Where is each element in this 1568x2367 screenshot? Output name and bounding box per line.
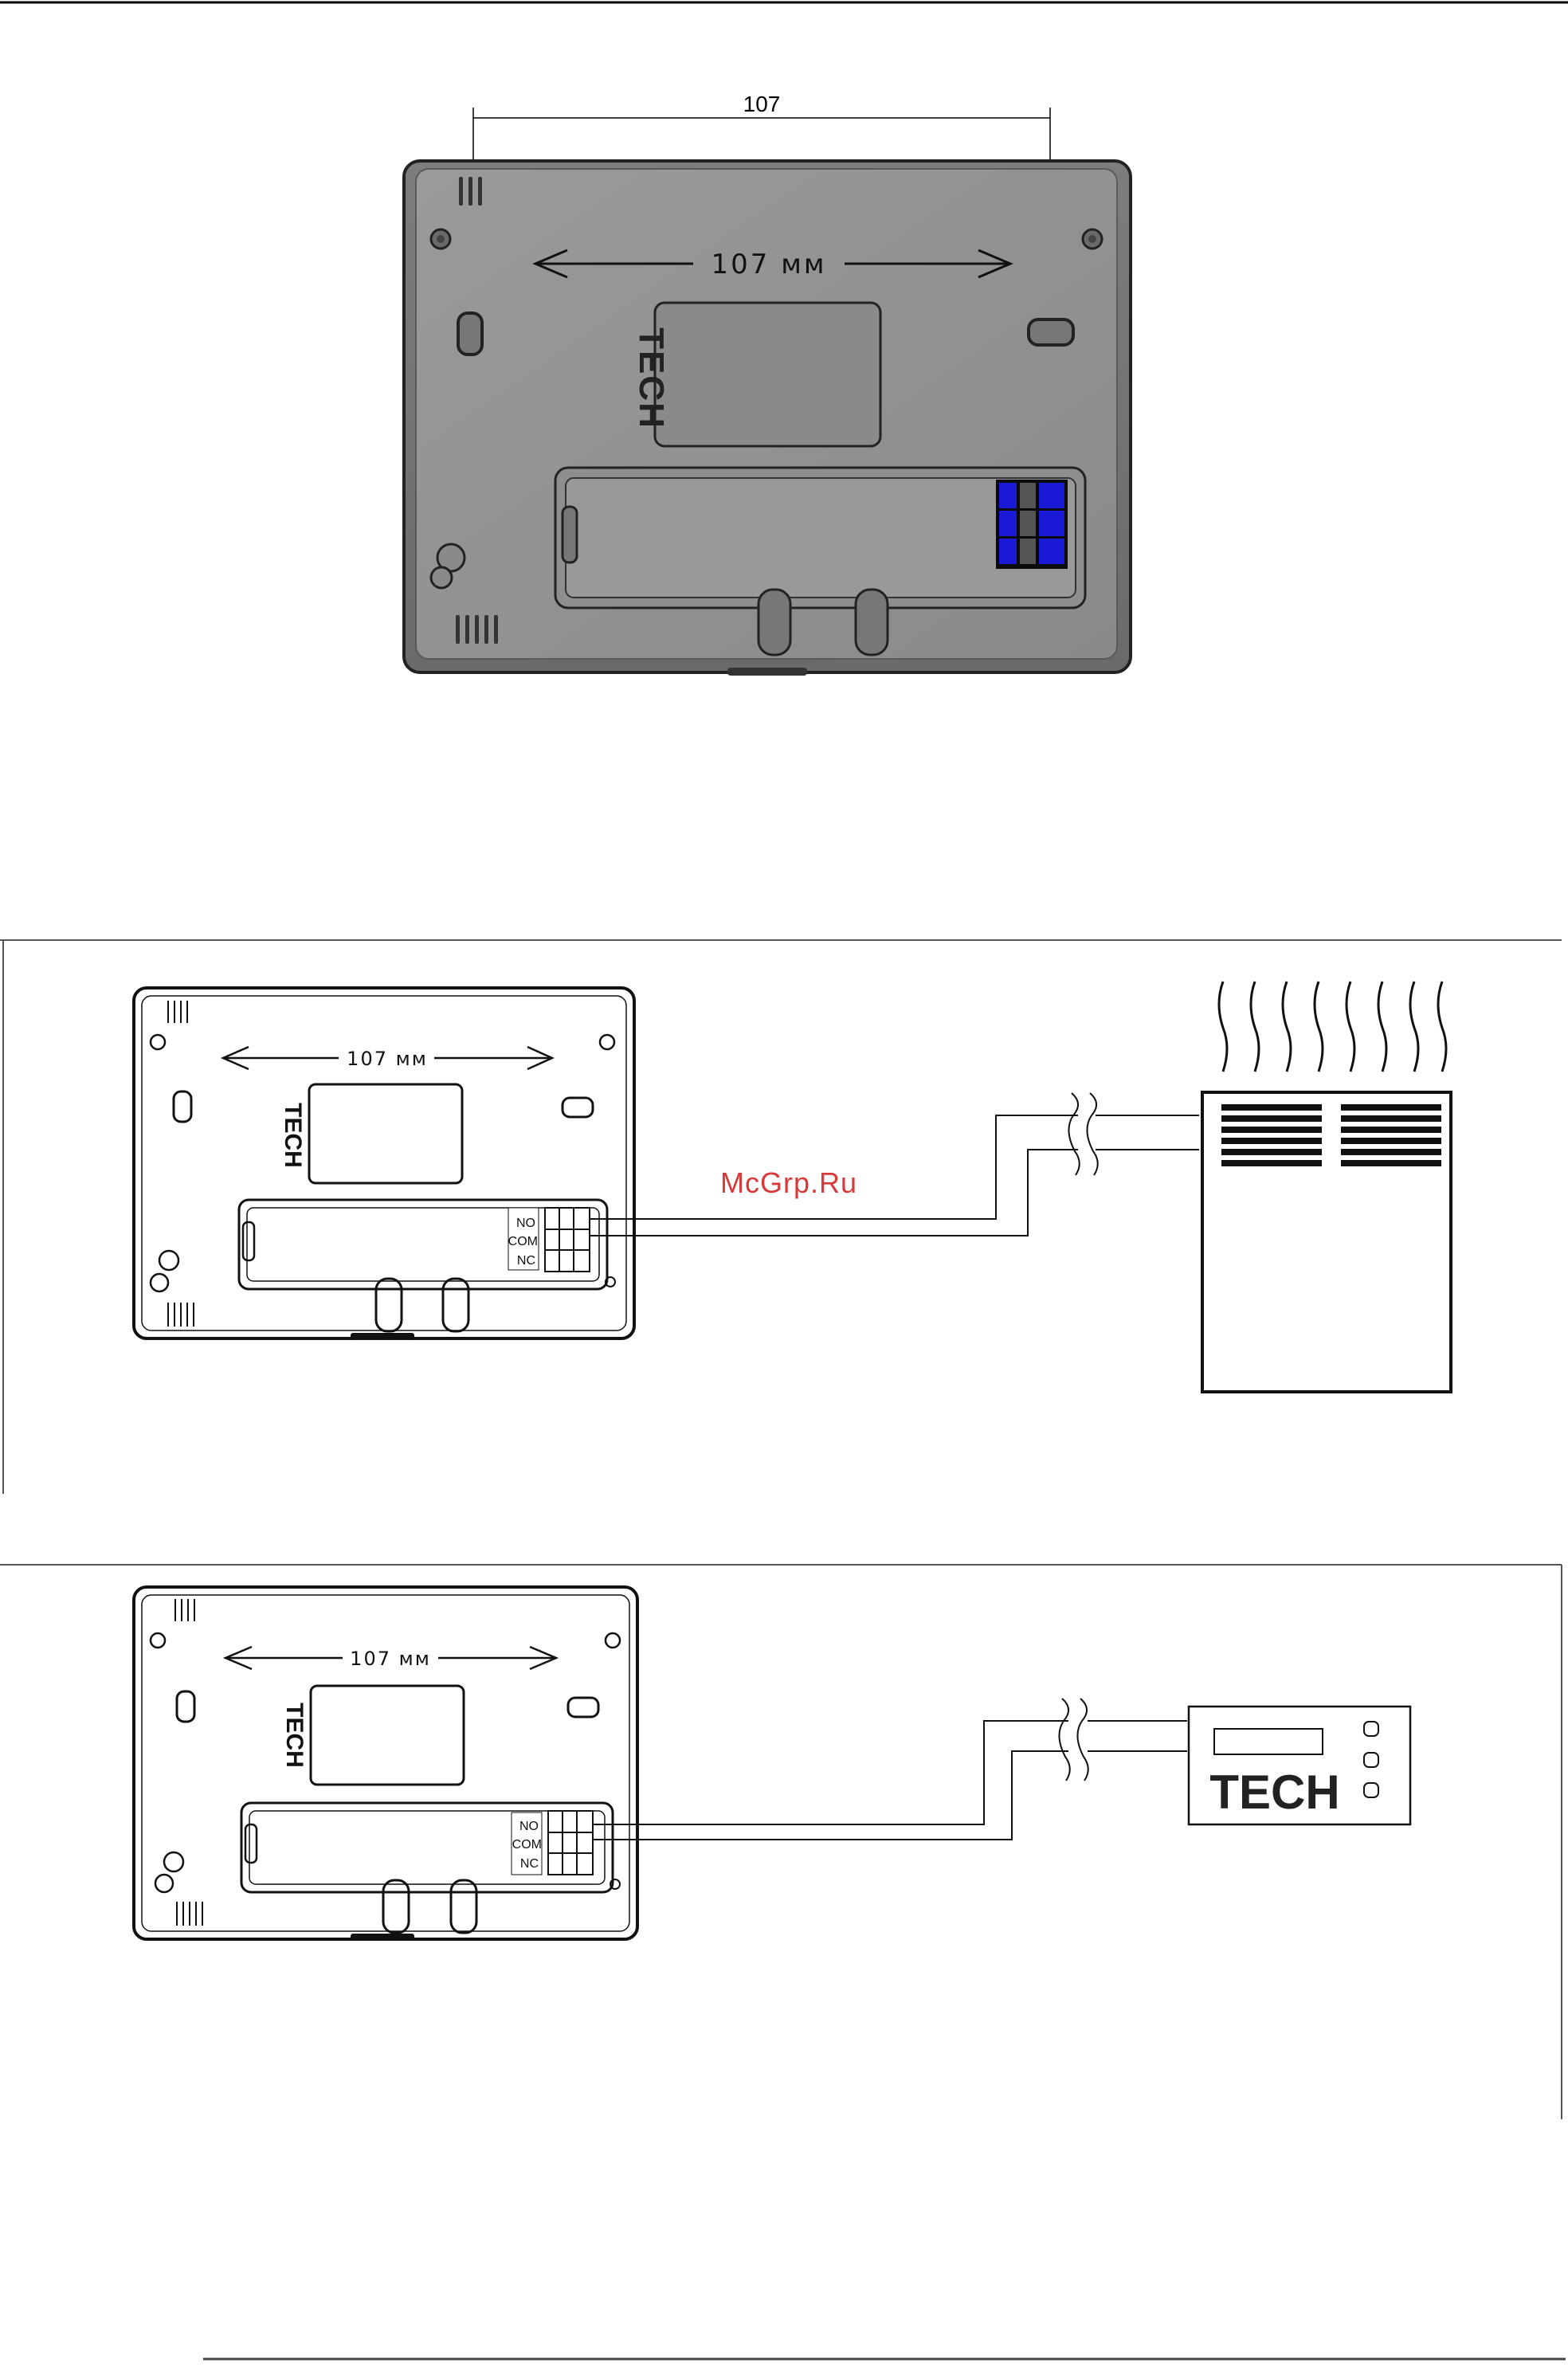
logo-text: TECH — [280, 1103, 306, 1168]
terminal-label-com: COM — [508, 1235, 538, 1248]
terminal-label-com: COM — [512, 1838, 542, 1852]
heater-icon — [1202, 982, 1451, 1392]
engraved-dimension-text: 107 мм — [347, 1048, 428, 1070]
mount-slot-right — [1029, 319, 1073, 345]
wires-to-heater — [590, 1093, 1199, 1236]
controller-button-1 — [1364, 1722, 1378, 1736]
label-recess — [655, 303, 880, 446]
controller-brand: TECH — [1209, 1765, 1339, 1819]
terminal-block — [996, 480, 1068, 569]
engraved-dimension-text: 107 мм — [711, 249, 826, 280]
wiring-diagram-controller: 107 мм TECH NO COM NC — [0, 1565, 1562, 2119]
terminal-label-nc: NC — [520, 1857, 539, 1871]
cable-gland-left — [759, 590, 790, 655]
cable-gland-right — [856, 590, 888, 655]
controller-button-2 — [1364, 1753, 1378, 1767]
logo-text: TECH — [632, 327, 671, 429]
wiring-diagram-heater: 107 мм TECH NO COM NC — [0, 940, 1562, 1494]
terminal-label-no: NO — [519, 1820, 539, 1833]
bottom-tab — [727, 668, 807, 676]
controller-display — [1214, 1729, 1323, 1754]
wires-to-controller — [593, 1699, 1187, 1840]
engraved-dimension-text: 107 мм — [350, 1648, 431, 1670]
mount-slot-left — [458, 313, 482, 355]
dimension-value: 107 — [743, 92, 781, 116]
watermark: McGrp.Ru — [720, 1166, 857, 1199]
terminal-label-nc: NC — [517, 1254, 535, 1268]
controller-device: TECH — [1189, 1707, 1410, 1824]
vent-slots-top — [459, 177, 482, 206]
device-outline — [134, 988, 634, 1338]
compartment-clip — [563, 507, 577, 562]
controller-button-3 — [1364, 1783, 1378, 1797]
terminal-labels: NO COM NC — [512, 1812, 542, 1875]
top-device-figure: 107 — [404, 92, 1131, 676]
logo-text: TECH — [281, 1703, 308, 1768]
terminal-label-no: NO — [516, 1217, 535, 1230]
terminal-labels: NO COM NC — [508, 1208, 539, 1270]
